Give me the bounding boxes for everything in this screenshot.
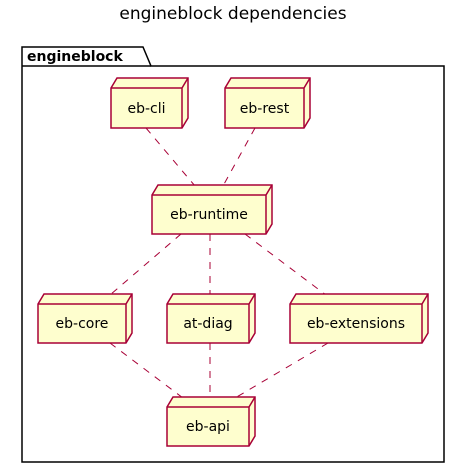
- node-label-eb-rest: eb-rest: [240, 101, 290, 117]
- node-label-eb-runtime: eb-runtime: [170, 207, 248, 223]
- node-label-eb-extensions: eb-extensions: [307, 316, 405, 332]
- node-at-diag: at-diag: [166, 293, 256, 344]
- node-eb-api: eb-api: [166, 396, 256, 447]
- edge-runtime-core: [109, 233, 182, 296]
- node-eb-runtime: eb-runtime: [151, 184, 273, 235]
- node-label-at-diag: at-diag: [183, 316, 232, 332]
- edge-extensions-api: [234, 342, 329, 399]
- node-eb-rest: eb-rest: [224, 77, 311, 129]
- node-eb-cli: eb-cli: [110, 77, 189, 129]
- package-frame: [21, 46, 445, 463]
- node-eb-core: eb-core: [37, 293, 133, 344]
- package-engineblock: engineblock: [21, 46, 445, 463]
- edge-core-api: [109, 342, 184, 399]
- edge-rest-runtime: [222, 127, 256, 187]
- node-label-eb-api: eb-api: [186, 419, 230, 435]
- edge-runtime-extensions: [244, 233, 327, 296]
- node-label-eb-core: eb-core: [56, 316, 109, 332]
- edges: [109, 127, 329, 399]
- diagram-title: engineblock dependencies: [119, 4, 346, 24]
- package-label: engineblock: [27, 49, 123, 65]
- node-eb-extensions: eb-extensions: [289, 293, 429, 344]
- node-label-eb-cli: eb-cli: [127, 101, 165, 117]
